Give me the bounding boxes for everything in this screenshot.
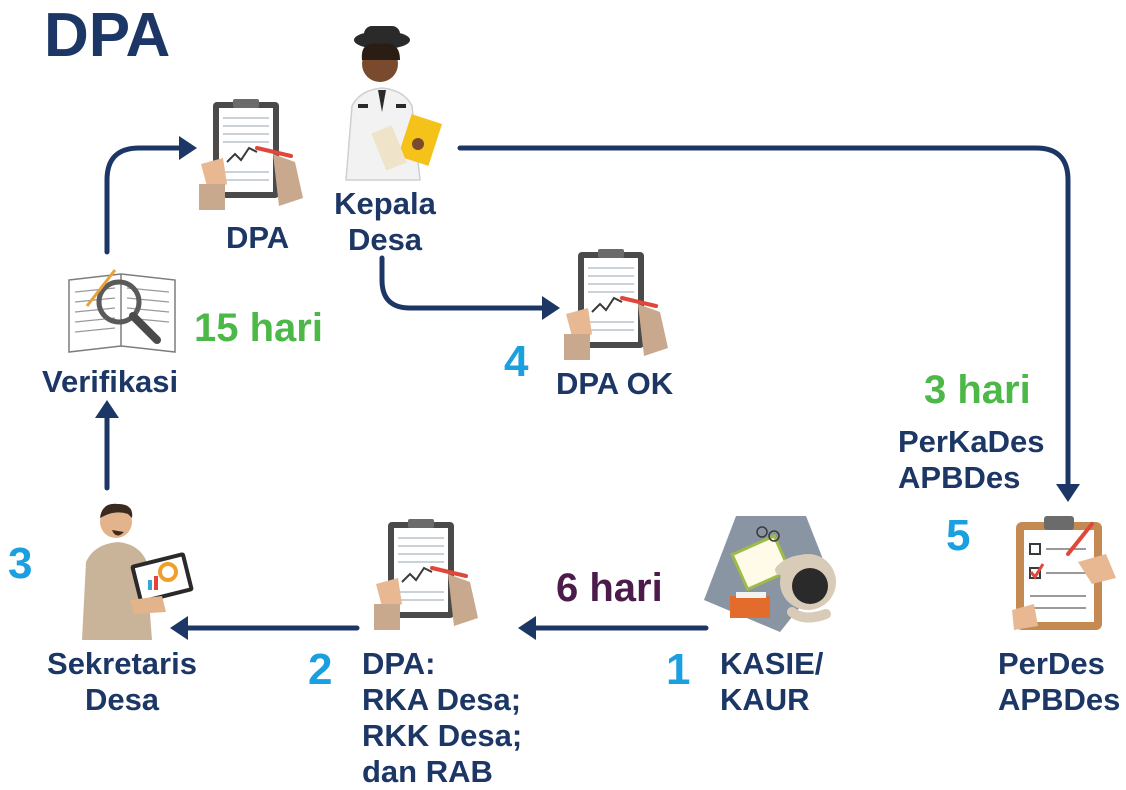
perdes-label: PerDes APBDes	[998, 646, 1120, 718]
duration-three-days: 3 hari	[924, 368, 1031, 412]
magnifier-document-icon	[65, 266, 180, 356]
kepala-desa-line: Desa	[347, 222, 423, 257]
arrow-kepala-to-perdes	[457, 145, 1071, 491]
dpa-rka-line: DPA:	[362, 646, 436, 681]
kepala-desa-label: Kepala Desa	[330, 186, 440, 258]
perdes-line: PerDes	[998, 646, 1105, 681]
sekretaris-figure	[72, 500, 202, 640]
dpa-rka-line: RKK Desa;	[362, 718, 523, 753]
arrow-kepala-to-dpaok	[379, 255, 551, 311]
duration-fifteen-days: 15 hari	[194, 306, 323, 350]
step-number-2: 2	[308, 645, 333, 694]
step-number-5: 5	[946, 511, 971, 560]
kasie-kaur-line: KASIE/	[720, 646, 824, 681]
arrow-verifikasi-to-dpa	[104, 145, 188, 255]
verifikasi-label: Verifikasi	[42, 364, 179, 399]
kepala-desa-figure	[330, 20, 455, 190]
dpa-rka-line: RKA Desa;	[362, 682, 522, 717]
kasie-kaur-line: KAUR	[720, 682, 810, 717]
clipboard-chart-icon	[560, 248, 670, 363]
dpa-rka-label: DPA: RKA Desa; RKK Desa; dan RAB	[362, 646, 522, 790]
kepala-desa-line: Kepala	[334, 186, 436, 221]
perkades-label: PerKaDes APBDes	[898, 424, 1044, 496]
perdes-line: APBDes	[998, 682, 1121, 717]
perkades-line: APBDes	[898, 460, 1021, 495]
kasie-desk-figure	[700, 508, 860, 638]
dpa-ok-label: DPA OK	[556, 366, 674, 401]
sekretaris-desa-label: Sekretaris Desa	[40, 646, 204, 718]
step-number-3: 3	[8, 539, 33, 588]
sekretaris-desa-line: Sekretaris	[47, 646, 197, 681]
dpa-top-label: DPA	[226, 220, 290, 255]
step-number-1: 1	[666, 645, 691, 694]
dpa-rka-line: dan RAB	[362, 754, 493, 789]
perkades-line: PerKaDes	[898, 424, 1045, 459]
clipboard-chart-icon	[370, 518, 480, 633]
sekretaris-desa-line: Desa	[84, 682, 160, 717]
clipboard-chart-icon	[195, 98, 305, 213]
duration-six-days: 6 hari	[556, 566, 663, 610]
step-number-4: 4	[504, 337, 529, 386]
kasie-kaur-label: KASIE/ KAUR	[720, 646, 823, 718]
checklist-clipboard-icon	[1008, 514, 1118, 632]
page-title: DPA	[44, 1, 171, 70]
